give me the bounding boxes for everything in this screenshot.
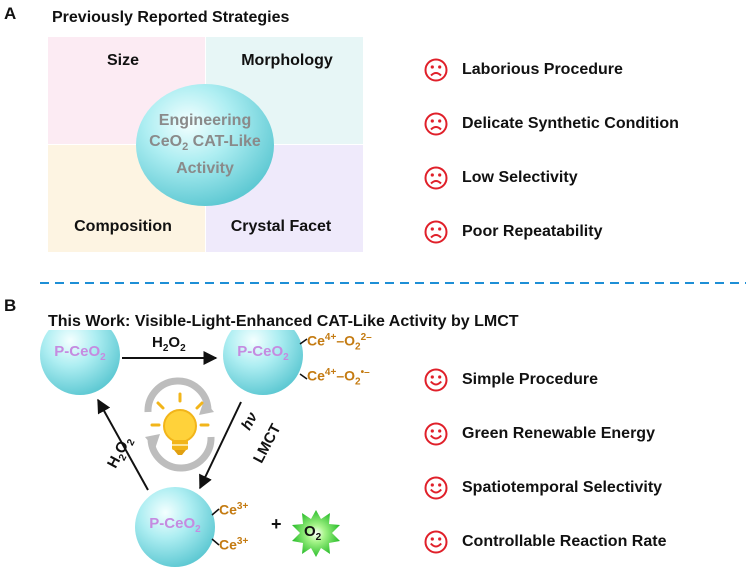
lmct-cycle-diagram: [40, 330, 340, 567]
node-label-bottom: P-CeO2: [149, 515, 201, 535]
center-line-1: Engineering: [158, 112, 252, 129]
label-morphology: Morphology: [241, 52, 333, 69]
label-size: Size: [106, 52, 139, 69]
sad-face-icon: [424, 112, 448, 136]
advantage-label: Simple Procedure: [462, 371, 599, 388]
sad-face-icon: [424, 166, 448, 190]
plus-sign: +: [271, 514, 282, 534]
advantage-label: Green Renewable Energy: [462, 425, 655, 442]
happy-face-icon: [424, 422, 448, 446]
ce-peroxo-label: Ce4+–O22–: [307, 332, 372, 353]
center-line-2: CeO2 CAT-Like: [149, 133, 261, 154]
drawback-item: Poor Repeatability: [424, 219, 602, 245]
o2-label: O2: [304, 523, 322, 543]
center-text: Engineering CeO2 CAT-Like Activity: [134, 110, 276, 179]
drawback-label: Delicate Synthetic Condition: [462, 115, 679, 132]
happy-face-icon: [424, 476, 448, 500]
label-composition: Composition: [74, 218, 172, 235]
drawback-item: Delicate Synthetic Condition: [424, 111, 679, 137]
panel-b-letter: B: [4, 296, 17, 315]
panel-a-heading: Previously Reported Strategies: [52, 9, 290, 26]
advantage-item: Green Renewable Energy: [424, 421, 655, 447]
happy-face-icon: [424, 530, 448, 554]
engineering-sphere: [136, 84, 274, 206]
oxygen-burst-icon: [292, 510, 340, 557]
node-sphere-right: [223, 330, 303, 395]
drawback-item: Low Selectivity: [424, 165, 578, 191]
node-sphere-bottom: [135, 487, 215, 567]
advantage-item: Simple Procedure: [424, 367, 598, 393]
arrow-h2o2-left: [97, 398, 149, 491]
recycle-arrow-icon: [144, 377, 215, 472]
light-bulb-icon: [150, 392, 210, 455]
advantage-label: Controllable Reaction Rate: [462, 533, 667, 550]
drawback-label: Poor Repeatability: [462, 223, 603, 240]
drawback-label: Low Selectivity: [462, 169, 578, 186]
ce3-bottom-label: Ce3+: [219, 536, 249, 553]
panel-b-heading: This Work: Visible-Light-Enhanced CAT-Li…: [48, 313, 519, 330]
label-crystal-facet: Crystal Facet: [230, 218, 332, 235]
sad-face-icon: [424, 58, 448, 82]
panel-a-letter: A: [4, 4, 17, 23]
section-divider: [40, 282, 746, 284]
drawback-label: Laborious Procedure: [462, 61, 623, 78]
happy-face-icon: [424, 368, 448, 392]
node-label-right: P-CeO2: [237, 343, 289, 363]
node-label-left: P-CeO2: [54, 343, 106, 363]
ce3-top-label: Ce3+: [219, 501, 249, 518]
drawback-item: Laborious Procedure: [424, 57, 623, 83]
advantage-item: Controllable Reaction Rate: [424, 529, 666, 555]
advantage-label: Spatiotemporal Selectivity: [462, 479, 663, 496]
center-line-3: Activity: [176, 160, 234, 178]
sad-face-icon: [424, 220, 448, 244]
h2o2-top-label: H2O2: [152, 334, 186, 354]
node-sphere-left: [40, 330, 120, 395]
advantage-item: Spatiotemporal Selectivity: [424, 475, 662, 501]
arrow-lmct: [199, 401, 242, 490]
ce-superoxo-label: Ce4+–O2•–: [307, 367, 370, 388]
